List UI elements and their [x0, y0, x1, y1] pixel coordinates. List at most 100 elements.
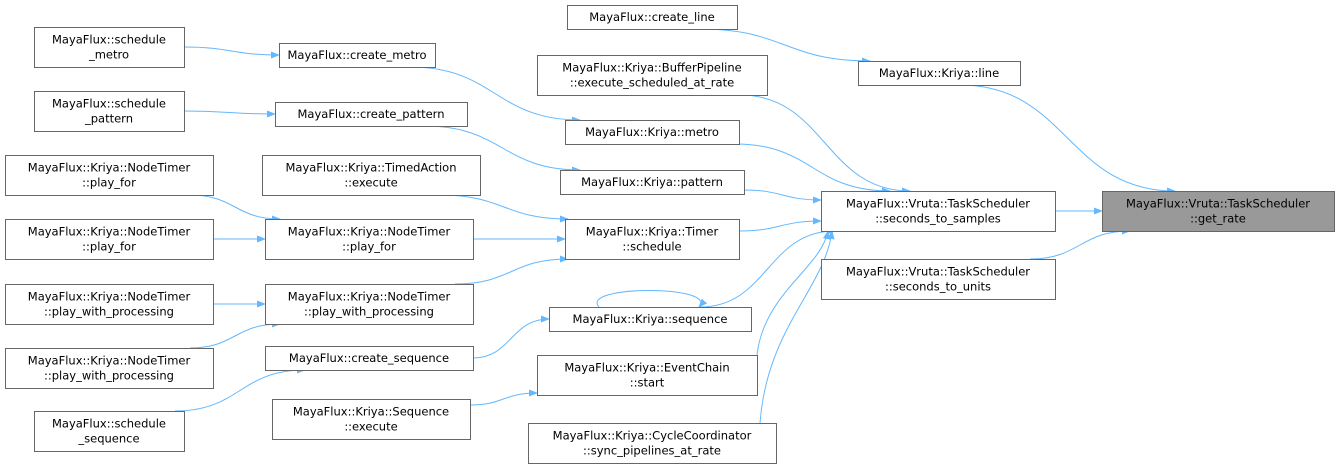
node-box	[272, 399, 471, 440]
node-label: MayaFlux::Kriya::NodeTimer	[288, 290, 451, 304]
node-schedule-pattern[interactable]: MayaFlux::schedule_pattern	[34, 91, 185, 132]
node-kriya-pattern[interactable]: MayaFlux::Kriya::pattern	[560, 170, 745, 195]
edge-schedule_pattern-to-create_pattern	[183, 110, 276, 118]
node-play-for-a[interactable]: MayaFlux::Kriya::NodeTimer::play_for	[5, 155, 214, 196]
node-label: ::play_with_processing	[44, 369, 174, 383]
node-label: ::play_with_processing	[304, 305, 434, 319]
node-box	[34, 91, 185, 132]
node-box	[5, 284, 214, 325]
node-pwp-a[interactable]: MayaFlux::Kriya::NodeTimer::play_with_pr…	[5, 284, 214, 325]
node-label: MayaFlux::Kriya::NodeTimer	[28, 225, 191, 239]
node-box	[537, 355, 758, 396]
node-label: ::execute_scheduled_at_rate	[570, 76, 734, 90]
edge-create_metro-to-kriya_metro	[409, 66, 581, 124]
edge-timer_schedule-to-seconds_to_samples	[738, 217, 822, 232]
edge-kriya_pattern-to-seconds_to_samples	[743, 189, 822, 204]
node-label: ::seconds_to_samples	[875, 212, 1001, 226]
node-create-pattern[interactable]: MayaFlux::create_pattern	[275, 102, 468, 127]
edge-kriya_metro-to-seconds_to_samples	[734, 143, 891, 195]
node-box	[5, 219, 214, 260]
node-seconds-to-samples[interactable]: MayaFlux::Vruta::TaskScheduler::seconds_…	[821, 191, 1056, 232]
node-box	[567, 5, 738, 30]
node-timer-schedule[interactable]: MayaFlux::Kriya::Timer::schedule	[565, 219, 740, 260]
node-label: MayaFlux::create_sequence	[289, 351, 449, 365]
node-seconds-to-units[interactable]: MayaFlux::Vruta::TaskScheduler::seconds_…	[821, 259, 1056, 300]
edge-schedule_sequence-to-create_sequence	[174, 366, 306, 412]
node-cycle-coordinator[interactable]: MayaFlux::Kriya::CycleCoordinator::sync_…	[528, 423, 777, 464]
node-box	[565, 120, 740, 145]
edge-schedule_metro-to-create_metro	[183, 46, 280, 59]
edge-buffer_pipeline-to-seconds_to_samples	[739, 94, 911, 195]
node-label: MayaFlux::Kriya::NodeTimer	[288, 225, 451, 239]
edge-create_pattern-to-kriya_pattern	[424, 125, 581, 174]
node-schedule-metro[interactable]: MayaFlux::schedule_metro	[34, 27, 185, 68]
node-label: MayaFlux::Kriya::Sequence	[293, 405, 449, 419]
edge-eventchain_start-to-seconds_to_samples	[756, 230, 831, 356]
node-label: MayaFlux::Kriya::line	[879, 66, 999, 80]
node-label: _pattern	[84, 112, 133, 126]
node-box	[265, 284, 474, 325]
node-label: MayaFlux::Kriya::NodeTimer	[28, 290, 191, 304]
node-box	[5, 155, 214, 196]
node-play-for-mid[interactable]: MayaFlux::Kriya::NodeTimer::play_for	[265, 219, 474, 260]
node-label: MayaFlux::Kriya::metro	[585, 125, 719, 139]
node-label: ::get_rate	[1190, 212, 1246, 226]
node-box	[279, 43, 436, 68]
node-create-line[interactable]: MayaFlux::create_line	[567, 5, 738, 30]
node-label: MayaFlux::create_line	[589, 10, 714, 24]
node-label: MayaFlux::Vruta::TaskScheduler	[1126, 197, 1310, 211]
edge-pwp_b-to-pwp_mid	[189, 320, 281, 349]
node-box	[265, 346, 474, 371]
node-label: MayaFlux::Kriya::sequence	[573, 312, 728, 326]
node-schedule-sequence[interactable]: MayaFlux::schedule_sequence	[34, 411, 185, 452]
node-label: MayaFlux::Vruta::TaskScheduler	[846, 197, 1030, 211]
node-label: _metro	[88, 48, 129, 62]
node-label: MayaFlux::Kriya::NodeTimer	[28, 161, 191, 175]
node-label: MayaFlux::Kriya::EventChain	[564, 361, 729, 375]
edge-play_for_a-to-play_for_mid	[189, 194, 281, 223]
edge-create_sequence-to-kriya_sequence	[472, 315, 550, 359]
node-label: ::execute	[344, 176, 397, 190]
node-label: ::sync_pipelines_at_rate	[583, 444, 721, 458]
edge-sequence_execute-to-eventchain_start	[469, 389, 538, 406]
node-box	[549, 307, 752, 332]
node-label: MayaFlux::Kriya::CycleCoordinator	[553, 429, 752, 443]
node-label: MayaFlux::Kriya::BufferPipeline	[562, 61, 741, 75]
node-label: MayaFlux::Kriya::pattern	[581, 175, 723, 189]
node-get-rate[interactable]: MayaFlux::Vruta::TaskScheduler::get_rate	[1102, 191, 1335, 232]
node-box	[821, 191, 1056, 232]
node-sequence-execute[interactable]: MayaFlux::Kriya::Sequence::execute	[272, 399, 471, 440]
node-label: ::play_for	[82, 240, 136, 254]
node-timed-action-execute[interactable]: MayaFlux::Kriya::TimedAction::execute	[262, 155, 481, 196]
node-label: MayaFlux::schedule	[52, 97, 166, 111]
edge-pwp_mid-to-timer_schedule	[454, 255, 569, 285]
node-eventchain-start[interactable]: MayaFlux::Kriya::EventChain::start	[537, 355, 758, 396]
node-create-sequence[interactable]: MayaFlux::create_sequence	[265, 346, 474, 371]
node-label: ::execute	[344, 420, 397, 434]
node-kriya-sequence[interactable]: MayaFlux::Kriya::sequence	[549, 307, 752, 332]
node-play-for-b[interactable]: MayaFlux::Kriya::NodeTimer::play_for	[5, 219, 214, 260]
node-pwp-mid[interactable]: MayaFlux::Kriya::NodeTimer::play_with_pr…	[265, 284, 474, 325]
node-box	[262, 155, 481, 196]
node-box	[1102, 191, 1335, 232]
node-pwp-b[interactable]: MayaFlux::Kriya::NodeTimer::play_with_pr…	[5, 348, 214, 389]
node-label: _sequence	[77, 432, 139, 446]
edge-create_line-to-kriya_line	[699, 28, 871, 65]
node-label: MayaFlux::schedule	[52, 33, 166, 47]
node-label: MayaFlux::Vruta::TaskScheduler	[846, 265, 1030, 279]
node-buffer-pipeline[interactable]: MayaFlux::Kriya::BufferPipeline::execute…	[537, 55, 768, 96]
node-label: MayaFlux::schedule	[52, 417, 166, 431]
node-label: ::seconds_to_units	[885, 280, 991, 294]
node-label: ::play_for	[82, 176, 136, 190]
node-kriya-metro[interactable]: MayaFlux::Kriya::metro	[565, 120, 740, 145]
node-kriya-line[interactable]: MayaFlux::Kriya::line	[858, 61, 1021, 86]
edge-kriya_sequence-to-seconds_to_samples	[699, 227, 836, 308]
node-box	[5, 348, 214, 389]
edge-kriya_sequence-to-kriya_sequence	[596, 290, 708, 308]
node-create-metro[interactable]: MayaFlux::create_metro	[279, 43, 436, 68]
node-box	[34, 27, 185, 68]
edges-layer	[174, 28, 1176, 424]
node-box	[560, 170, 745, 195]
